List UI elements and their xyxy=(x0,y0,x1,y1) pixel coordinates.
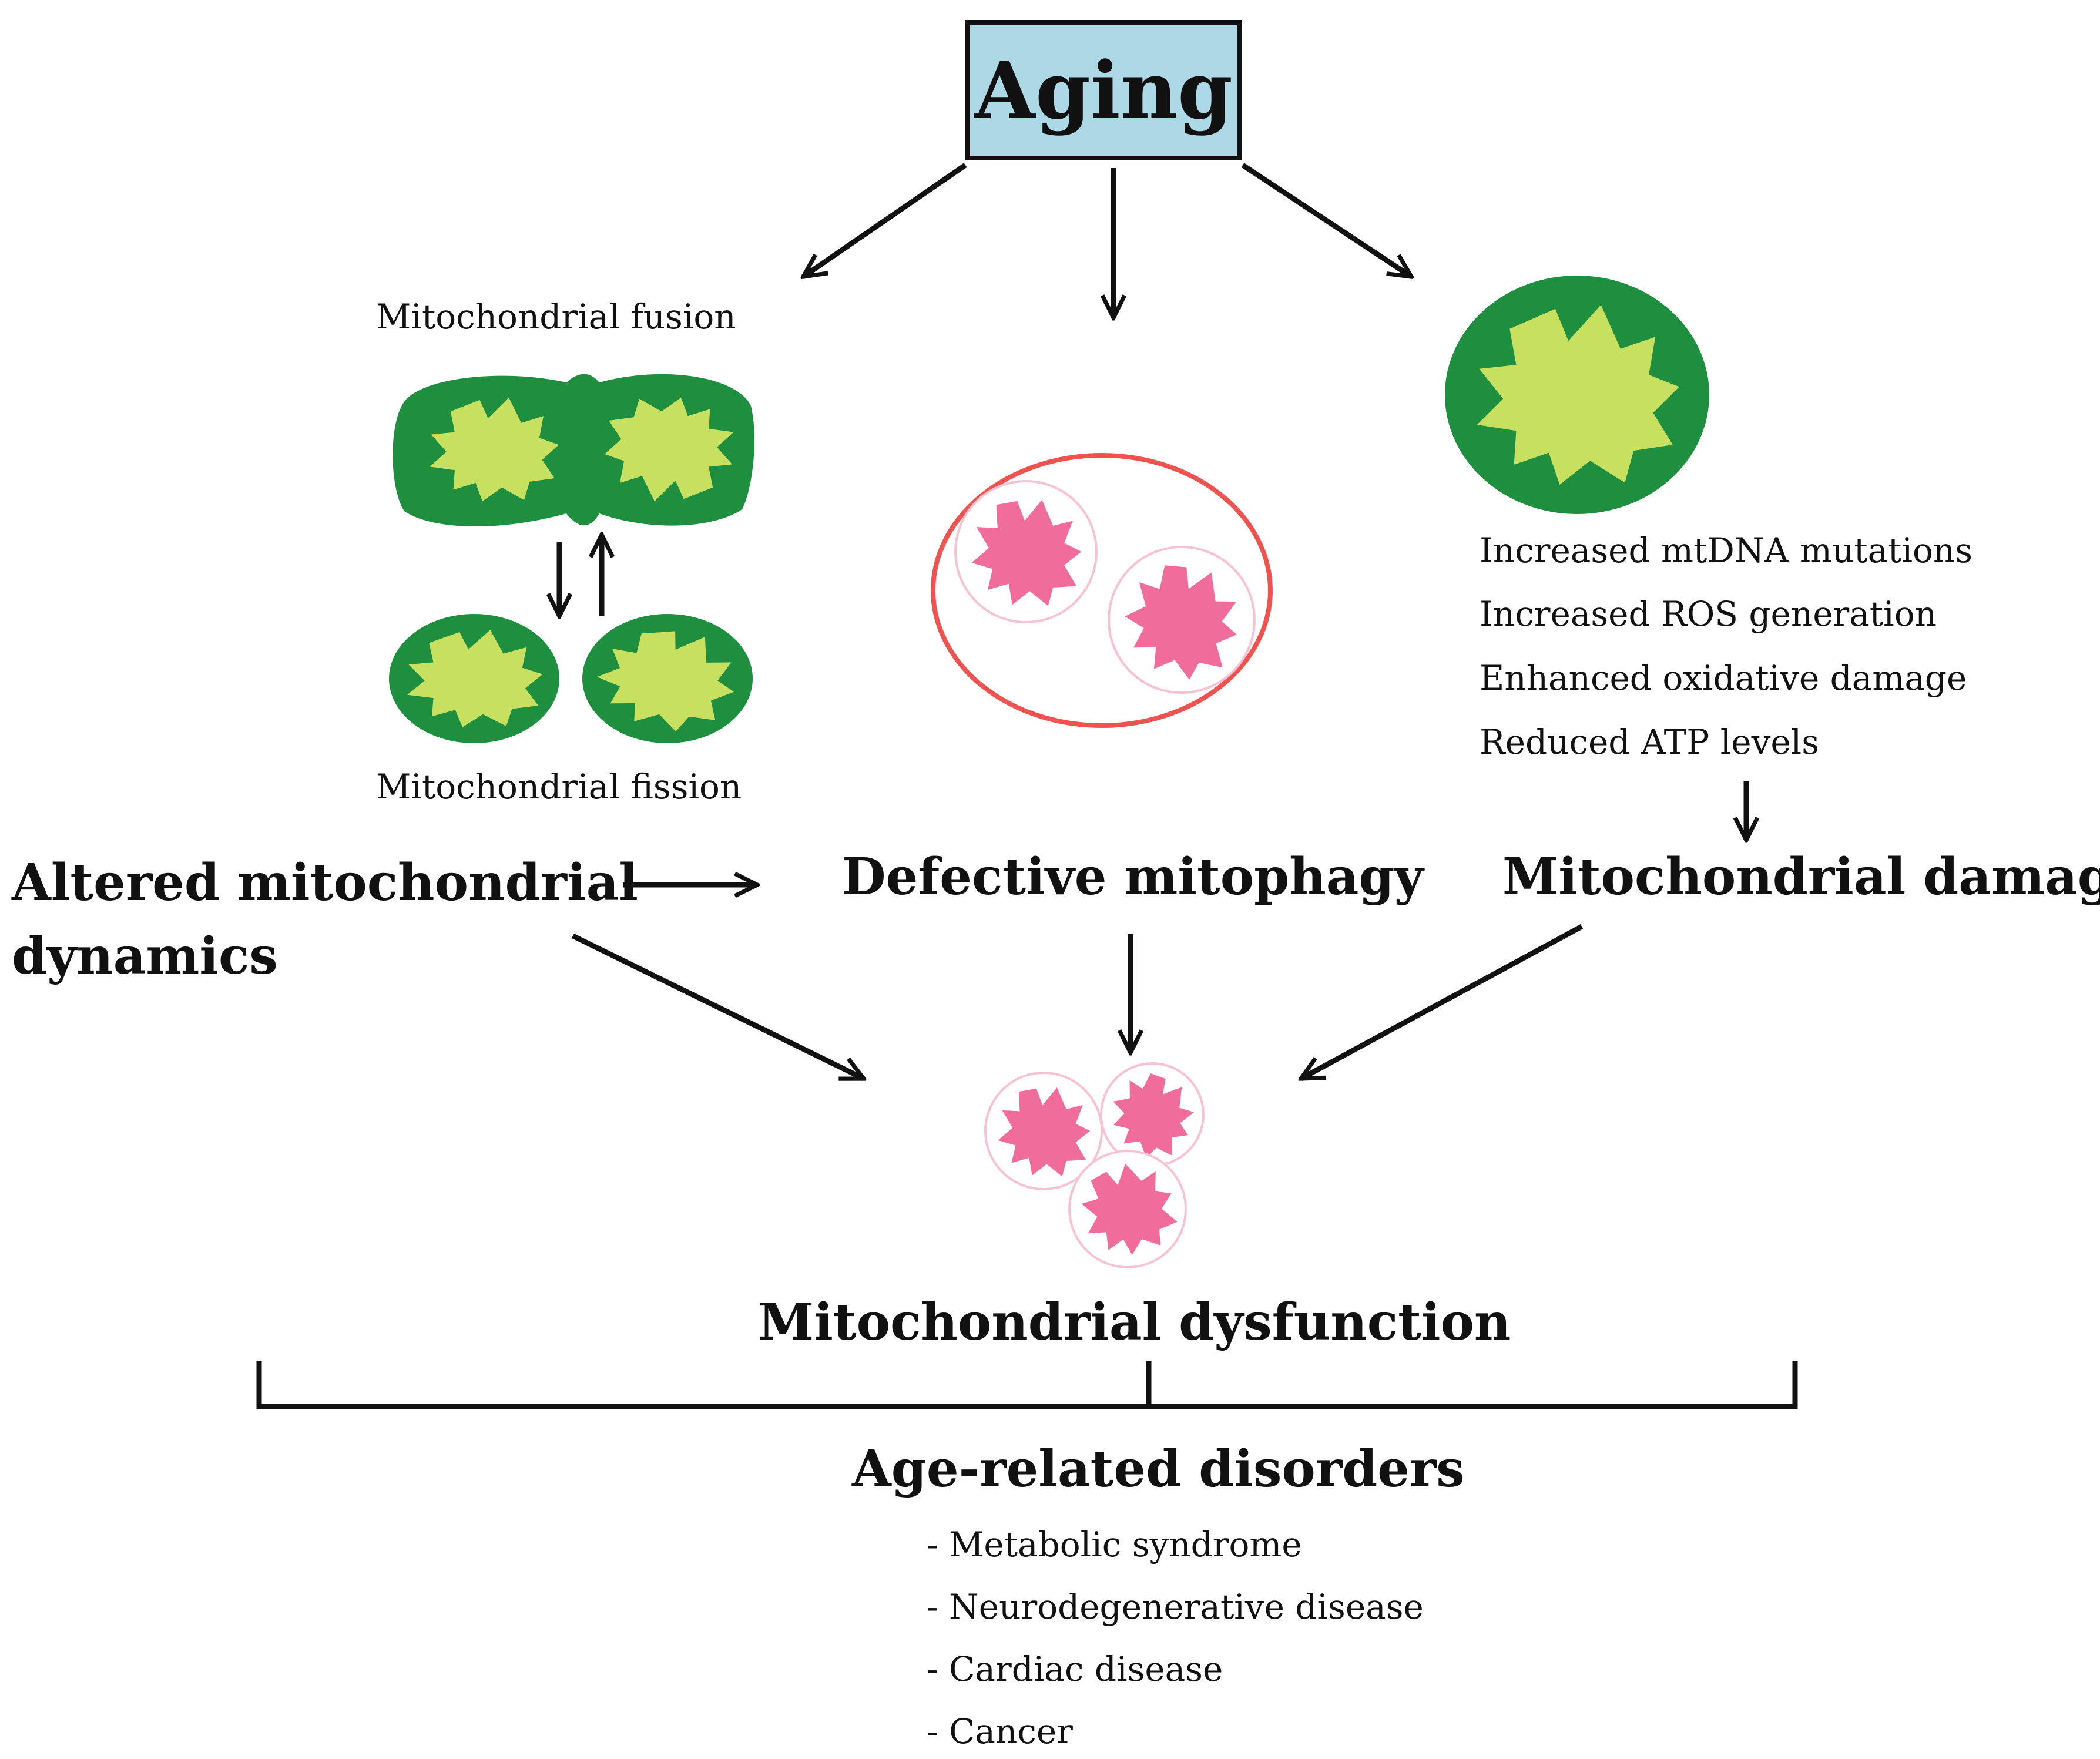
arrow-aging-to-dynamics xyxy=(803,163,967,277)
damage-effect-4: Reduced ATP levels xyxy=(1480,722,1819,762)
disorder-item: - Cardiac disease xyxy=(927,1649,1223,1689)
disorder-item: - Neurodegenerative disease xyxy=(927,1587,1424,1627)
damage-effect-1: Increased mtDNA mutations xyxy=(1480,531,1973,570)
disorder-item: - Cancer xyxy=(927,1711,1073,1751)
dysfunction-title: Mitochondrial dysfunction xyxy=(758,1293,1511,1352)
dynamics-title-line1: Altered mitochondrial xyxy=(12,853,638,912)
damage-effect-3: Enhanced oxidative damage xyxy=(1480,658,1967,698)
dysfunctional-mitochondria xyxy=(984,1060,1207,1268)
arrow-damage-to-dysfunction xyxy=(1301,924,1584,1081)
dynamics-title-line2: dynamics xyxy=(12,927,278,986)
disorders-title: Age-related disorders xyxy=(852,1439,1465,1499)
fission-mitochondrion-left xyxy=(389,614,559,743)
autophagosome xyxy=(931,453,1273,728)
fusion-label: Mitochondrial fusion xyxy=(376,297,736,337)
arrow-aging-to-damage xyxy=(1241,163,1411,277)
fused-mitochondrion xyxy=(393,374,754,527)
arrow-dynamics-to-dysfunction xyxy=(572,933,864,1082)
aging-node: Aging xyxy=(965,20,1242,160)
disorders-bracket xyxy=(256,1361,1798,1409)
fission-label: Mitochondrial fission xyxy=(376,767,742,807)
damage-title: Mitochondrial damage xyxy=(1502,847,2100,907)
disorder-item: - Metabolic syndrome xyxy=(927,1525,1302,1565)
damaged-mitochondrion xyxy=(1445,276,1709,514)
fission-mitochondrion-right xyxy=(582,614,754,743)
damage-effect-2: Increased ROS generation xyxy=(1480,594,1937,634)
mitophagy-title: Defective mitophagy xyxy=(842,847,1424,907)
aging-label: Aging xyxy=(974,43,1233,137)
